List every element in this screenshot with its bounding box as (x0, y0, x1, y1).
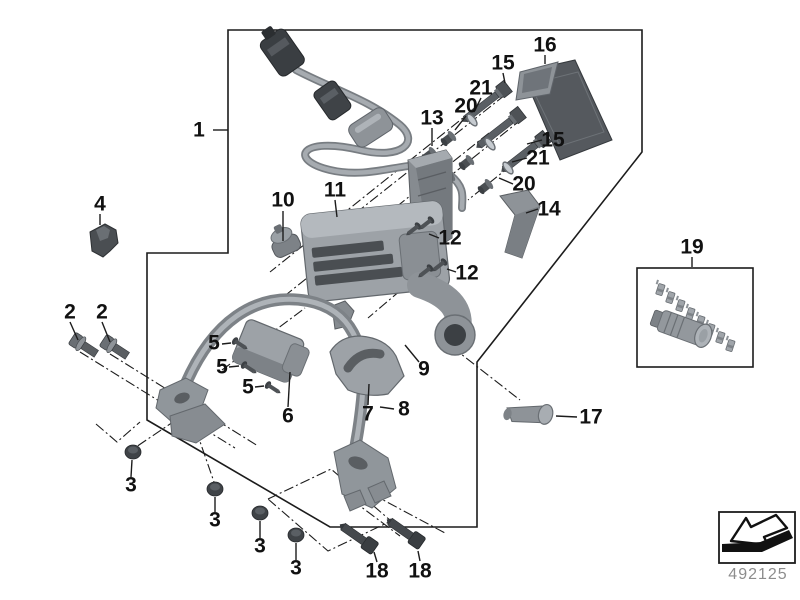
bolt-15 (457, 79, 513, 128)
nut-3 (206, 481, 224, 497)
screw-2 (98, 332, 133, 363)
direction-arrow-icon (722, 513, 793, 552)
screw-2-group (67, 330, 133, 363)
connector-plug-a (259, 26, 305, 77)
nut-3 (287, 527, 305, 543)
nav-holder-11 (300, 200, 476, 356)
diagram-ref-number: 492125 (728, 566, 788, 583)
inline-connector (348, 107, 394, 148)
screw-5 (263, 380, 283, 397)
bracket-14 (499, 189, 541, 259)
plug-17 (503, 403, 554, 425)
lock-cylinder (649, 309, 713, 348)
nut-3 (124, 444, 142, 460)
lockset-box-19 (636, 267, 754, 368)
bolt-18 (335, 518, 380, 556)
knob-10 (270, 224, 302, 258)
nut-3 (251, 505, 269, 521)
tube-foot-bottom (333, 439, 397, 512)
holder-arm-9 (407, 272, 476, 356)
screw-2 (67, 330, 102, 361)
tube-bracket-8 (155, 293, 397, 512)
leader-lines (69, 55, 693, 563)
legend-arrow-box (718, 511, 796, 564)
adapter-6 (231, 319, 310, 383)
connector-plug-b (313, 80, 352, 121)
bolt-15 (471, 105, 527, 154)
bolt-18 (382, 513, 427, 551)
mount-plate-16 (515, 59, 613, 161)
clip-4 (89, 223, 119, 258)
clamp-7 (329, 335, 405, 396)
bolt-18-group (335, 513, 427, 556)
tube-foot-left (155, 377, 226, 444)
